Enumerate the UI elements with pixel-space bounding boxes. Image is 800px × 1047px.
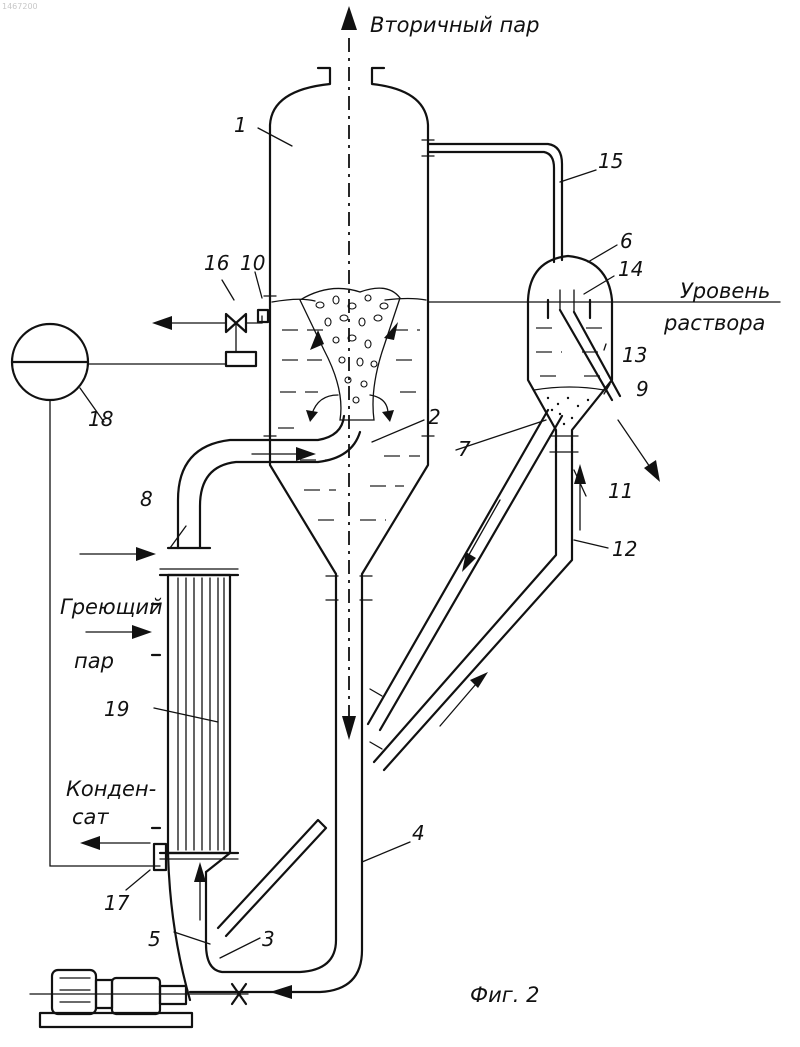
callout-4: 4 xyxy=(412,821,425,845)
heating-steam-label-1: Греющий xyxy=(60,595,163,619)
callout-9: 9 xyxy=(636,377,649,401)
watermark: 1467200 xyxy=(2,2,38,11)
callout-11: 11 xyxy=(608,479,633,503)
callout-3: 3 xyxy=(262,927,275,951)
secondary-steam-outlet xyxy=(341,6,357,740)
vapor-line xyxy=(422,140,562,262)
heating-steam-label-2: пар xyxy=(74,649,114,673)
callout-16: 16 xyxy=(204,251,229,275)
pump-motor-unit xyxy=(30,970,248,1027)
callout-5: 5 xyxy=(148,927,161,951)
callout-1: 1 xyxy=(234,113,247,137)
callout-6: 6 xyxy=(620,229,633,253)
circulation-pipe xyxy=(190,598,382,999)
solution-level-label-2: раствора xyxy=(663,311,765,335)
product-outlet xyxy=(618,420,652,470)
solution-level-label-1: Уровень xyxy=(680,279,770,303)
callout-13: 13 xyxy=(622,343,647,367)
figure-caption: Фиг. 2 xyxy=(470,983,539,1007)
callout-17: 17 xyxy=(104,891,130,915)
callout-7: 7 xyxy=(458,437,471,461)
secondary-steam-label: Вторичный пар xyxy=(370,13,539,37)
callout-12: 12 xyxy=(612,537,637,561)
crystallizer-vessel xyxy=(528,256,620,446)
condensate-label-1: Конден- xyxy=(66,777,156,801)
return-pipe xyxy=(374,436,586,770)
callout-14: 14 xyxy=(618,257,643,281)
callout-15: 15 xyxy=(598,149,623,173)
callout-10: 10 xyxy=(240,251,265,275)
callout-19: 19 xyxy=(104,697,129,721)
callout-8: 8 xyxy=(140,487,153,511)
callout-18: 18 xyxy=(88,407,113,431)
condensate-label-2: сат xyxy=(72,805,109,829)
callout-2: 2 xyxy=(428,405,441,429)
heat-exchanger xyxy=(152,569,238,859)
